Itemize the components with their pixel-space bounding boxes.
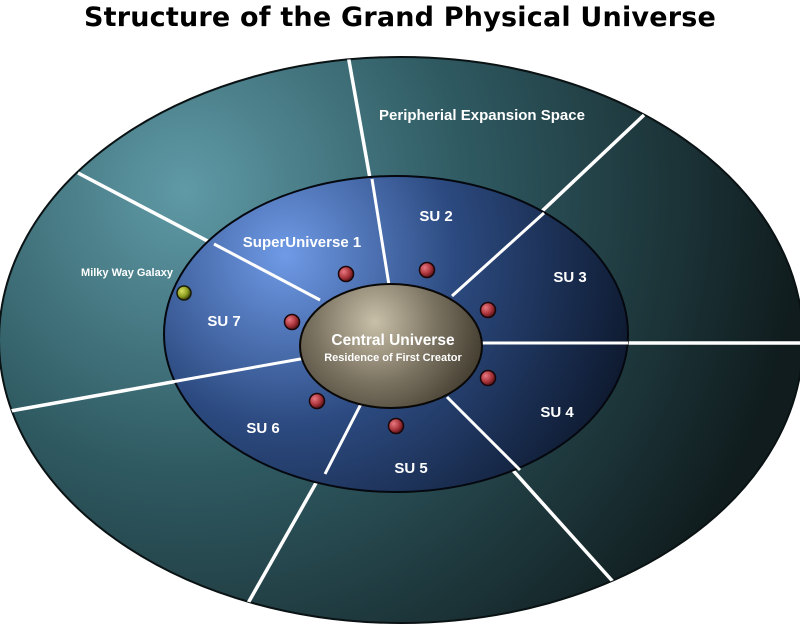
capital-su7 <box>283 313 301 331</box>
capital-su5 <box>387 417 405 435</box>
capital-su3 <box>479 301 497 319</box>
capital-su2 <box>418 261 436 279</box>
inner-dividers <box>165 178 628 475</box>
milky-way-galaxy-marker <box>176 285 192 301</box>
superuniverse-capitals <box>283 261 497 435</box>
label-central-universe: Central Universe <box>331 332 455 349</box>
label-su2: SU 2 <box>419 208 452 225</box>
diagram-title: Structure of the Grand Physical Universe <box>83 2 717 33</box>
capital-su1 <box>337 265 355 283</box>
label-su7: SU 7 <box>207 313 240 330</box>
label-su4: SU 4 <box>540 404 574 421</box>
label-su5: SU 5 <box>394 460 427 477</box>
capital-su4 <box>479 369 497 387</box>
label-su1: SuperUniverse 1 <box>243 234 361 251</box>
central-universe <box>299 283 483 409</box>
label-central-subtitle: Residence of First Creator <box>324 352 462 364</box>
label-peripheral-space: Peripherial Expansion Space <box>379 107 585 124</box>
label-su6: SU 6 <box>246 420 279 437</box>
capital-su6 <box>308 392 326 410</box>
label-su3: SU 3 <box>553 269 586 286</box>
label-milky-way: Milky Way Galaxy <box>81 267 174 279</box>
